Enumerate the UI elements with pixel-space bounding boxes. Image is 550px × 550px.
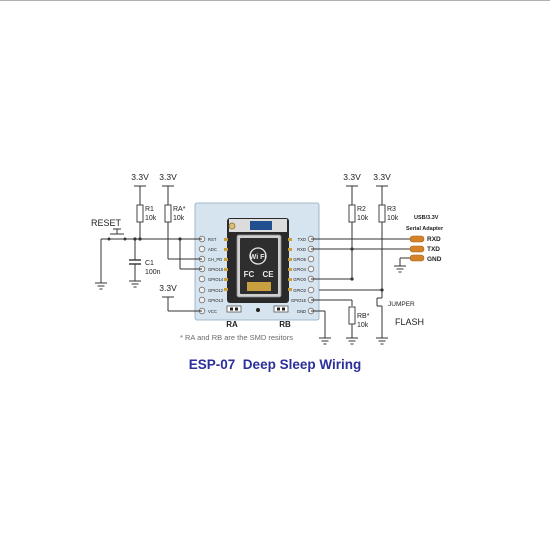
top-border-line <box>0 0 550 1</box>
resistor-r1 <box>136 204 144 223</box>
chip-fc-text: FC <box>244 270 255 279</box>
serial-adapter-pins <box>409 235 425 262</box>
pin-label-gpio4: GPIO4 <box>293 267 306 272</box>
resistor-r2 <box>348 204 356 223</box>
pin-label-gpio2: GPIO2 <box>293 288 306 293</box>
reset-switch-contacts <box>107 237 127 241</box>
r3-name: R3 <box>387 206 396 213</box>
capacitor-c1 <box>129 259 141 265</box>
pin-label-gpio12: GPIO12 <box>208 288 224 293</box>
wifi-logo-icon <box>249 247 267 265</box>
vcc-label-module: 3.3V <box>159 283 177 293</box>
ra-value: 10k <box>173 215 185 222</box>
connector-rxd-pin <box>409 235 425 243</box>
r1-value: 10k <box>145 215 157 222</box>
resistors <box>136 204 386 325</box>
pin-label-gpio16: GPIO16 <box>208 267 224 272</box>
flash-label: FLASH <box>395 317 424 327</box>
chip-ce-text: CE <box>262 270 274 279</box>
pin-label-adc: ADC <box>208 247 217 252</box>
smd-resistor-note: * RA and RB are the SMD resitors <box>180 333 293 342</box>
vcc-label-ra: 3.3V <box>159 172 177 182</box>
pin-label-gpio14: GPIO14 <box>208 277 224 282</box>
ground-symbols <box>95 265 406 345</box>
vcc-label-r3: 3.3V <box>373 172 391 182</box>
resistor-r3 <box>378 204 386 223</box>
pin-label-rst: RST <box>208 237 217 242</box>
power-rails <box>134 185 388 298</box>
connector-txd-pin <box>409 245 425 253</box>
r3-value: 10k <box>387 215 399 222</box>
reset-switch <box>108 228 126 240</box>
pin-label-gpio5: GPIO5 <box>293 257 306 262</box>
board-label-rb: RB <box>279 320 291 329</box>
module-pads <box>224 238 292 291</box>
rb-name: RB* <box>357 313 370 320</box>
wires <box>100 186 410 338</box>
usb-adapter-label-line2: Serial Adapter <box>406 226 444 232</box>
pin-label-gpio0: GPIO0 <box>293 277 306 282</box>
usb-adapter-label-line1: USB/3.3V <box>414 215 439 221</box>
ra-name: RA* <box>173 206 186 213</box>
c1-value: 100n <box>145 269 161 276</box>
board-dot <box>256 308 260 312</box>
pin-label-vcc: VCC <box>208 309 217 314</box>
r1-name: R1 <box>145 206 154 213</box>
pin-label-gpio15: GPIO15 <box>291 298 307 303</box>
esp07-module: Wi Fi FC CE <box>227 218 289 303</box>
resistor-ra <box>164 204 172 223</box>
chip-wifi-text: Wi Fi <box>250 254 267 261</box>
connector-gnd-pin <box>409 254 425 262</box>
r2-value: 10k <box>357 215 369 222</box>
pin-label-gnd: GND <box>297 309 306 314</box>
ra-smd-pad <box>226 305 242 313</box>
r2-name: R2 <box>357 206 366 213</box>
jumper-switch <box>376 297 382 307</box>
pin-label-rxd: RXD <box>297 247 306 252</box>
antenna-connector <box>228 222 236 230</box>
junction-dots <box>133 237 384 292</box>
pin-label-gpio13: GPIO13 <box>208 298 224 303</box>
reset-label: RESET <box>91 218 122 228</box>
rb-value: 10k <box>357 322 369 329</box>
connector-rxd-label: RXD <box>427 236 441 243</box>
pin-label-ch-pd: CH_PD <box>208 257 222 262</box>
connector-gnd-label: GND <box>427 256 442 263</box>
c1-name: C1 <box>145 260 154 267</box>
diagram-caption: ESP-07 Deep Sleep Wiring <box>188 357 362 372</box>
pin-label-txd: TXD <box>298 237 306 242</box>
board-label-ra: RA <box>226 320 238 329</box>
connector-txd-label: TXD <box>427 246 440 253</box>
vcc-label-r1: 3.3V <box>131 172 149 182</box>
resistor-rb <box>348 306 356 325</box>
vcc-label-r2: 3.3V <box>343 172 361 182</box>
jumper-label: JUMPER <box>388 301 415 308</box>
rb-smd-pad <box>273 305 289 313</box>
